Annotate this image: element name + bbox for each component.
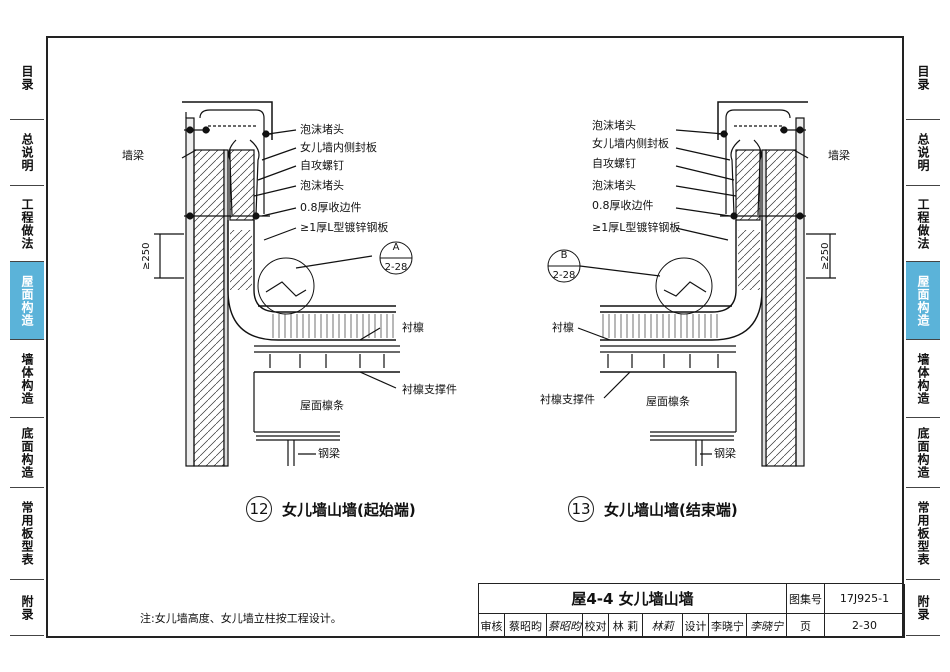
ref-b-top: B: [560, 250, 568, 261]
ref-b-bottom: 2-28: [552, 270, 576, 281]
label-screw-right: 自攻螺钉: [592, 157, 636, 170]
label-l-plate-right: ≥1厚L型镀锌钢板: [592, 221, 681, 234]
label-foam-plug-2-right: 泡沫堵头: [592, 179, 636, 192]
label-edge-trim-left: 0.8厚收边件: [300, 201, 362, 214]
design-note: 注:女儿墙高度、女儿墙立柱按工程设计。: [140, 612, 342, 625]
tab-roof-construction-left[interactable]: 屋面构造: [10, 262, 44, 340]
tab-floor-construction-left[interactable]: 底面构造: [10, 418, 44, 488]
checker-signature: 林莉: [643, 614, 683, 638]
tab-floor-construction-right[interactable]: 底面构造: [906, 418, 940, 488]
label-screw-left: 自攻螺钉: [300, 159, 344, 172]
drawing-title: 屋4-4 女儿墙山墙: [479, 584, 787, 614]
label-roof-purlin-right: 屋面檩条: [646, 395, 690, 408]
detail-caption-left: 女儿墙山墙(起始端): [282, 501, 416, 519]
page-label: 页: [787, 614, 825, 638]
detail-number-right: 13: [568, 496, 594, 522]
label-inner-seal-right: 女儿墙内侧封板: [592, 137, 669, 150]
tab-engineering-practice-right[interactable]: 工程做法: [906, 186, 940, 262]
label-liner-support-right: 衬檩支撑件: [540, 393, 595, 406]
detail-caption-right: 女儿墙山墙(结束端): [604, 501, 738, 519]
left-detail: [154, 101, 400, 467]
left-sidebar: 目录总说明工程做法屋面构造墙体构造底面构造常用板型表附录: [10, 36, 44, 636]
label-steel-beam-left: 钢梁: [318, 447, 340, 460]
designer: 李晓宁: [709, 614, 747, 638]
label-liner-purlin-left: 衬檩: [402, 321, 424, 334]
tab-panel-types-right[interactable]: 常用板型表: [906, 488, 940, 580]
right-detail: [577, 101, 836, 467]
tab-toc-left[interactable]: 目录: [10, 36, 44, 120]
reviewer: 蔡昭昀: [505, 614, 547, 638]
atlas-label: 图集号: [787, 584, 825, 614]
tab-appendix-left[interactable]: 附录: [10, 580, 44, 636]
atlas-value: 17J925-1: [825, 584, 905, 614]
designer-signature: 李晓宁: [747, 614, 787, 638]
label-foam-plug-2-left: 泡沫堵头: [300, 179, 344, 192]
tab-wall-construction-left[interactable]: 墙体构造: [10, 340, 44, 418]
tab-appendix-right[interactable]: 附录: [906, 580, 940, 636]
tab-general-notes-left[interactable]: 总说明: [10, 120, 44, 186]
dim-250-left: ≥250: [141, 242, 152, 270]
tab-wall-construction-right[interactable]: 墙体构造: [906, 340, 940, 418]
tab-toc-right[interactable]: 目录: [906, 36, 940, 120]
checker: 林 莉: [609, 614, 643, 638]
label-liner-support-left: 衬檩支撑件: [402, 383, 457, 396]
tab-roof-construction-right[interactable]: 屋面构造: [906, 262, 940, 340]
title-block: 屋4-4 女儿墙山墙 图集号 17J925-1 审核 蔡昭昀 蔡昭昀 校对 林 …: [478, 583, 905, 638]
page-value: 2-30: [825, 614, 905, 638]
label-liner-purlin-right: 衬檩: [552, 321, 574, 334]
ref-a-top: A: [392, 242, 400, 253]
dim-250-right: ≥250: [820, 242, 831, 270]
label-inner-seal-left: 女儿墙内侧封板: [300, 141, 377, 154]
tab-general-notes-right[interactable]: 总说明: [906, 120, 940, 186]
drawing-frame: [46, 36, 904, 638]
check-label: 校对: [583, 614, 609, 638]
label-wall-beam-left: 墙梁: [122, 149, 144, 162]
detail-number-left: 12: [246, 496, 272, 522]
reviewer-signature: 蔡昭昀: [547, 614, 583, 638]
label-edge-trim-right: 0.8厚收边件: [592, 199, 654, 212]
right-sidebar: 目录总说明工程做法屋面构造墙体构造底面构造常用板型表附录: [906, 36, 940, 636]
tab-panel-types-left[interactable]: 常用板型表: [10, 488, 44, 580]
label-foam-plug-1-left: 泡沫堵头: [300, 123, 344, 136]
design-label: 设计: [683, 614, 709, 638]
label-wall-beam-right: 墙梁: [828, 149, 850, 162]
label-steel-beam-right: 钢梁: [714, 447, 736, 460]
ref-a-bottom: 2-28: [384, 262, 408, 273]
label-l-plate-left: ≥1厚L型镀锌钢板: [300, 221, 389, 234]
label-foam-plug-1-right: 泡沫堵头: [592, 119, 636, 132]
review-label: 审核: [479, 614, 505, 638]
tab-engineering-practice-left[interactable]: 工程做法: [10, 186, 44, 262]
label-roof-purlin-left: 屋面檩条: [300, 399, 344, 412]
